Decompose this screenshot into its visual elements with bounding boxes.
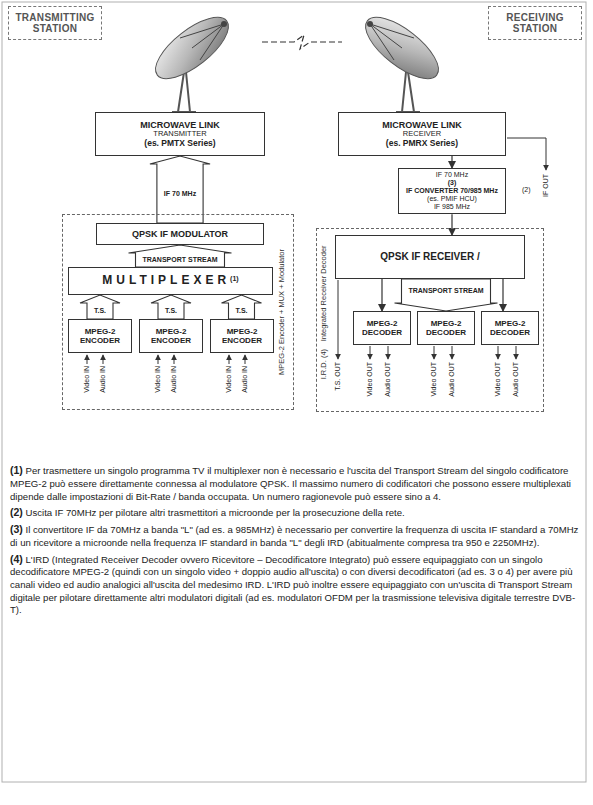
edge-label: TRANSPORT STREAM xyxy=(408,287,483,295)
decoder-box: MPEG-2 DECODER xyxy=(481,311,539,345)
box-text: MPEG-2 ENCODER xyxy=(214,327,270,345)
group-title: MPEG-2 Encoder + MUX + Modulator xyxy=(278,249,287,375)
signal-name: IF OUT xyxy=(542,174,550,197)
edge-label: TRANSPORT STREAM xyxy=(142,256,217,264)
note: (4) L'IRD (Integrated Receiver Decoder o… xyxy=(10,553,580,617)
note-text: L'IRD (Integrated Receiver Decoder ovver… xyxy=(10,554,575,616)
box-text: QPSK IF MODULATOR xyxy=(132,229,228,239)
box-text: (3) xyxy=(448,179,457,187)
callout-number: (4) xyxy=(10,553,23,565)
decoder-box: MPEG-2 DECODER xyxy=(353,311,411,345)
signal-name: Video IN xyxy=(83,366,91,393)
box-text: MPEG-2 ENCODER xyxy=(143,327,199,345)
left-dish xyxy=(146,7,238,112)
box-text: QPSK IF RECEIVER / xyxy=(380,251,479,263)
callout-number: (3) xyxy=(10,523,23,535)
note: (1) Per trasmettere un singolo programma… xyxy=(10,464,580,503)
box-text: (es. PMRX Series) xyxy=(386,139,458,149)
group-title: I.R.D. (4) Integrated Receiver Decoder xyxy=(319,237,329,379)
edge-label: T.S. xyxy=(235,307,247,315)
block-arrow xyxy=(395,279,498,311)
note-text: Il convertitore IF da 70MHz a banda "L" … xyxy=(10,524,578,548)
box-text: IF CONVERTER 70/985 MHz xyxy=(406,187,498,195)
signal-name: Audio OUT xyxy=(512,362,520,397)
block-arrow xyxy=(80,295,120,319)
arrow-line xyxy=(381,279,382,311)
right-dish xyxy=(356,7,448,112)
modulator-box: QPSK IF MODULATOR xyxy=(96,223,264,245)
frame xyxy=(2,2,586,782)
encoder-box: MPEG-2 ENCODER xyxy=(210,319,274,353)
callout-number: (2) xyxy=(10,506,23,518)
edge-label: T.S. xyxy=(165,307,177,315)
station-box: TRANSMITTING STATION xyxy=(8,6,102,40)
box-text: (es. PMTX Series) xyxy=(144,139,215,149)
box-text: (es. PMIF HCU) xyxy=(427,195,477,203)
signal-name: Video OUT xyxy=(494,362,502,397)
callout-number: (1) xyxy=(10,464,23,476)
box-text: RECEIVING STATION xyxy=(492,12,578,35)
note-text: Uscita IF 70MHz per pilotare altri trasm… xyxy=(26,507,405,518)
note: (2) Uscita IF 70MHz per pilotare altri t… xyxy=(10,506,580,520)
signal-name: T.S. OUT xyxy=(334,362,342,391)
qpsk-receiver-box: QPSK IF RECEIVER / xyxy=(335,235,525,279)
box-text: (1) xyxy=(230,275,239,283)
box-text: MPEG-2 ENCODER xyxy=(72,327,128,345)
multiplexer-box: MULTIPLEXER(1) xyxy=(68,267,273,295)
box-text: MPEG-2 DECODER xyxy=(421,319,471,337)
input-arrows xyxy=(87,355,245,364)
arrow-line xyxy=(502,279,503,311)
radio-link xyxy=(262,35,342,49)
block-arrow xyxy=(151,295,191,319)
box-text: IF 985 MHz xyxy=(434,203,470,211)
box-text: TRANSMITTING STATION xyxy=(12,12,98,35)
group-title: I.R.D. (4) xyxy=(320,349,329,379)
box-text: MULTIPLEXER xyxy=(102,274,230,288)
box-text: MICROWAVE LINK xyxy=(382,120,461,130)
box-text: TRANSMITTER xyxy=(153,130,206,139)
transmitter-box: MICROWAVE LINKTRANSMITTER(es. PMTX Serie… xyxy=(95,112,265,156)
block-arrow xyxy=(129,245,232,267)
block-arrow xyxy=(222,295,262,319)
encoder-box: MPEG-2 ENCODER xyxy=(139,319,203,353)
box-text: IF 70 MHz xyxy=(436,171,468,179)
box-text: MPEG-2 DECODER xyxy=(357,319,407,337)
signal-name: Video OUT xyxy=(366,362,374,397)
block-arrow xyxy=(150,156,210,223)
signal-name: Audio OUT xyxy=(448,362,456,397)
edge-label: IF 70 MHz xyxy=(164,190,196,198)
arrow-line xyxy=(451,156,452,168)
signal-name: Video IN xyxy=(154,366,162,393)
signal-name: Video IN xyxy=(225,366,233,393)
edge-label: T.S. xyxy=(94,307,106,315)
box-text: RECEIVER xyxy=(403,130,441,139)
signal-name: Audio IN xyxy=(99,366,107,393)
signal-name: Audio OUT xyxy=(384,362,392,397)
callout-number: (2) xyxy=(522,186,531,194)
group-title: Integrated Receiver Decoder xyxy=(320,245,329,341)
signal-name: Video OUT xyxy=(430,362,438,397)
box-text: MPEG-2 DECODER xyxy=(485,319,535,337)
signal-name: Audio IN xyxy=(241,366,249,393)
station-box: RECEIVING STATION xyxy=(488,6,582,40)
if-out-arrow xyxy=(507,138,546,170)
receiver-box: MICROWAVE LINKRECEIVER(es. PMRX Series) xyxy=(338,112,506,156)
box-text: MICROWAVE LINK xyxy=(140,120,219,130)
signal-name: Audio IN xyxy=(170,366,178,393)
note-text: Per trasmettere un singolo programma TV … xyxy=(10,465,571,502)
converter-box: IF 70 MHz(3)IF CONVERTER 70/985 MHz(es. … xyxy=(398,168,506,214)
note: (3) Il convertitore IF da 70MHz a banda … xyxy=(10,523,580,550)
arrow-line xyxy=(451,214,452,235)
group-title: MPEG-2 Encoder + MUX + Modulator xyxy=(277,241,287,375)
encoder-box: MPEG-2 ENCODER xyxy=(68,319,132,353)
notes: (1) Per trasmettere un singolo programma… xyxy=(10,464,580,620)
decoder-box: MPEG-2 DECODER xyxy=(417,311,475,345)
